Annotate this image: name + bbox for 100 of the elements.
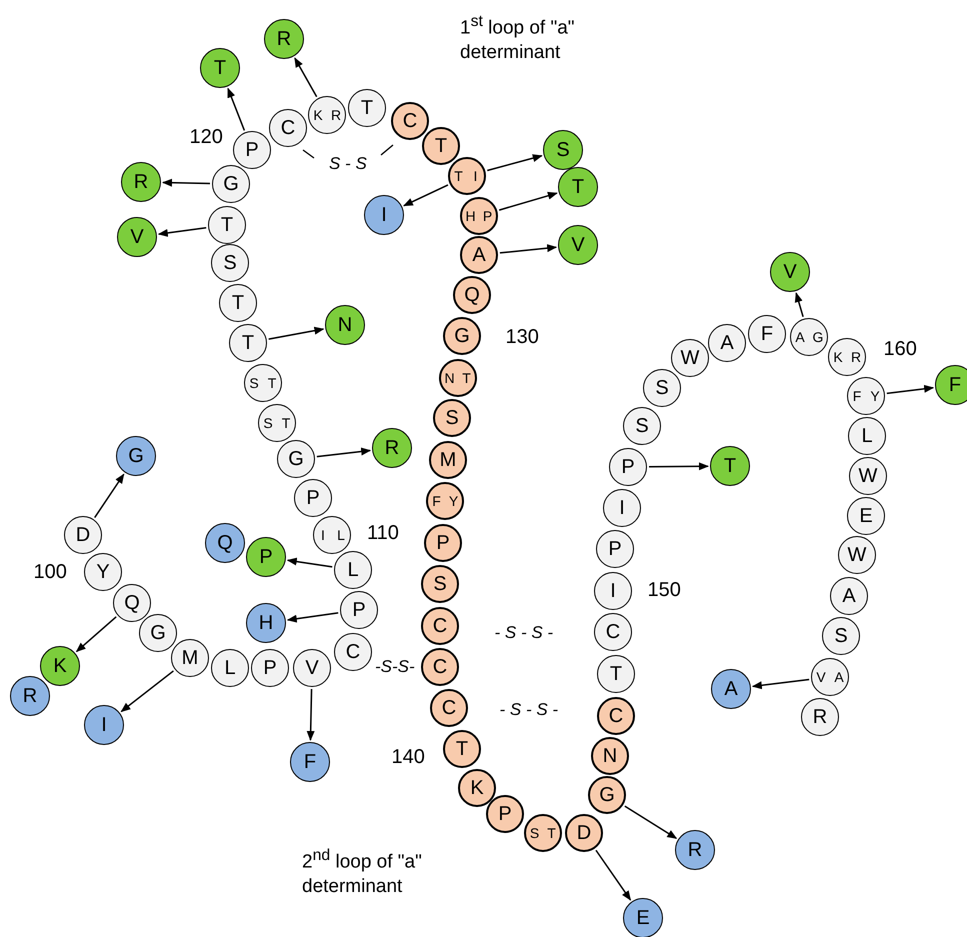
- mutation-circle: [84, 705, 124, 745]
- residue-number: 110: [367, 521, 399, 545]
- residue-letter: G: [150, 623, 166, 643]
- residue-circle: [460, 236, 498, 274]
- substitution-letter: F: [304, 752, 316, 772]
- residue-circle: [609, 448, 647, 486]
- disulfide-bond-label: S - S: [329, 154, 367, 174]
- residue-circle: [596, 530, 634, 568]
- substitution-letter: R: [22, 686, 38, 706]
- substitution-letter: P: [259, 547, 273, 567]
- residue-circle: [838, 536, 876, 574]
- residue-circle: [171, 639, 209, 677]
- residue-circle: [208, 206, 246, 244]
- arrow: [624, 806, 678, 839]
- mutation-circle: [40, 646, 80, 686]
- residue-circle: [258, 404, 296, 442]
- substitution-letter: V: [783, 262, 797, 282]
- residue-circle: [597, 655, 635, 693]
- residue-letter: L: [224, 658, 236, 678]
- residue-circle: [591, 737, 629, 775]
- residue-letter: A: [842, 586, 856, 606]
- residue-circle: [790, 318, 828, 356]
- substitution-letter: N: [338, 315, 352, 335]
- residue-letter: C: [606, 622, 620, 642]
- substitution-letter: F: [948, 375, 962, 395]
- arrow: [500, 244, 558, 254]
- substitution-letter: I: [101, 715, 107, 735]
- residue-number: 130: [506, 325, 539, 349]
- residue-letter: A: [472, 245, 486, 265]
- substitution-letter: V: [571, 235, 585, 255]
- residue-circle: [848, 417, 886, 455]
- substitution-letter: A: [724, 679, 738, 699]
- residue-letter: P: [498, 804, 512, 824]
- residue-letter: K: [470, 778, 484, 798]
- residue-letter: S: [248, 376, 260, 390]
- substitution-letter: H: [258, 613, 274, 633]
- residue-circle: [443, 317, 481, 355]
- residue-letter: H: [464, 209, 477, 223]
- residue-letter: D: [76, 525, 90, 545]
- residue-circle: [212, 165, 250, 203]
- residue-circle: [603, 489, 641, 527]
- residue-letter: V: [305, 658, 319, 678]
- residue-letter: M: [440, 450, 456, 470]
- residue-letter: C: [432, 657, 448, 677]
- arrow: [227, 88, 246, 131]
- residue-letter: F: [852, 389, 862, 403]
- residue-circle: [460, 197, 498, 235]
- substitution-letter: K: [53, 656, 67, 676]
- residue-circle: [671, 339, 709, 377]
- residue-letter: C: [402, 111, 418, 131]
- arrow: [286, 558, 332, 568]
- residue-circle: [219, 284, 257, 322]
- residue-circle: [233, 131, 271, 169]
- mutation-circle: [372, 428, 412, 468]
- mutation-circle: [558, 225, 598, 265]
- mutation-circle: [264, 19, 304, 59]
- residue-letter: P: [482, 209, 494, 223]
- residue-letter: P: [352, 600, 366, 620]
- residue-letter: C: [280, 118, 296, 138]
- residue-circle: [594, 613, 632, 651]
- residue-letter: T: [610, 664, 622, 684]
- residue-letter: E: [859, 506, 873, 526]
- disulfide-bond-label: -S-S-: [375, 657, 415, 677]
- mutation-circle: [325, 305, 365, 345]
- residue-circle: [421, 607, 459, 645]
- residue-letter: N: [602, 746, 618, 766]
- substitution-letter: T: [214, 58, 226, 78]
- residue-circle: [458, 769, 496, 807]
- residue-letter: P: [436, 533, 450, 553]
- residue-circle: [229, 324, 267, 362]
- mutation-circle: [770, 252, 810, 292]
- residue-letter: L: [861, 426, 873, 446]
- residue-circle: [623, 407, 661, 445]
- residue-circle: [565, 814, 603, 852]
- residue-circle: [643, 369, 681, 407]
- arrow: [498, 192, 558, 211]
- residue-circle: [822, 617, 860, 655]
- substitution-letter: E: [636, 908, 650, 928]
- residue-letter: R: [812, 707, 828, 727]
- residue-letter: A: [794, 330, 806, 344]
- arrow: [120, 670, 174, 712]
- mutation-circle: [290, 742, 330, 782]
- residue-letter: W: [848, 545, 866, 565]
- mutation-circle: [117, 217, 157, 257]
- residue-letter: R: [850, 350, 862, 364]
- residue-letter: T: [453, 169, 464, 183]
- residue-circle: [443, 730, 481, 768]
- residue-circle: [211, 244, 249, 282]
- substitution-letter: S: [556, 140, 570, 160]
- arrow: [752, 678, 810, 690]
- residue-circle: [849, 457, 887, 495]
- residue-circle: [830, 577, 868, 615]
- residue-circle: [348, 89, 386, 127]
- residue-letter: I: [320, 528, 326, 542]
- mutation-circle: [623, 898, 663, 937]
- arrow: [316, 448, 372, 458]
- mutation-circle: [10, 676, 50, 716]
- arrow: [268, 326, 324, 340]
- residue-letter: Y: [96, 562, 110, 582]
- residue-letter: G: [454, 326, 470, 346]
